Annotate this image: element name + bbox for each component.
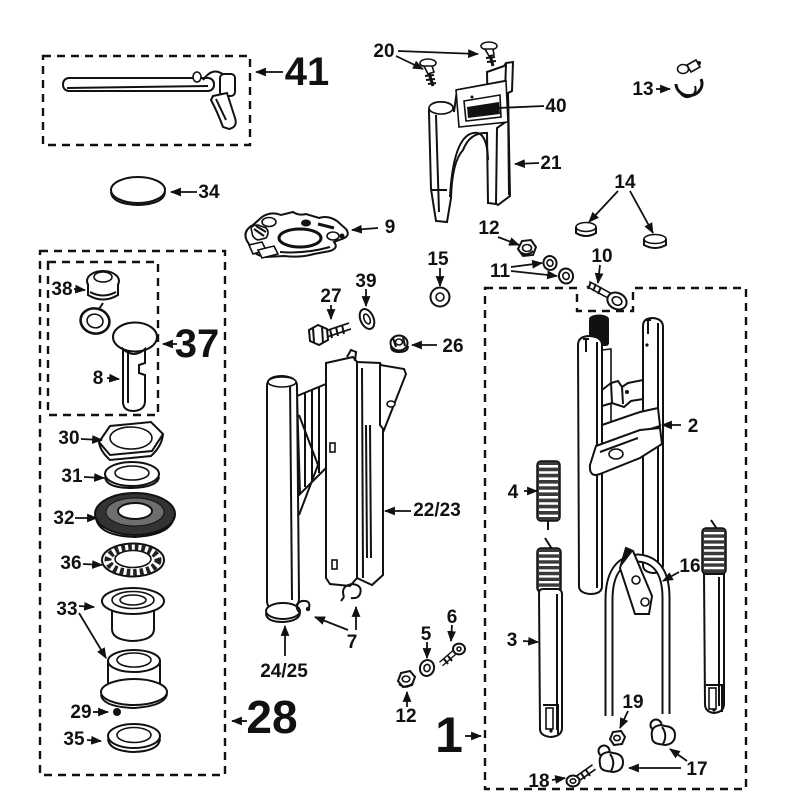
part-31-washer-drawing — [104, 461, 160, 490]
part-3-slider-drawing — [536, 537, 563, 739]
part-label-18: 18 — [528, 771, 549, 792]
part-label-26: 26 — [442, 336, 463, 357]
part-label-22-23: 22/23 — [413, 500, 461, 521]
part-22-23-shroud-drawing — [265, 348, 408, 624]
part-label-40: 40 — [545, 96, 566, 117]
part-label-27: 27 — [320, 286, 341, 307]
part-label-13: 13 — [632, 79, 653, 100]
part-label-2: 2 — [688, 416, 699, 437]
part-label-36: 36 — [60, 553, 81, 574]
part-label-10: 10 — [591, 246, 612, 267]
part-label-12-lower: 12 — [395, 706, 416, 727]
part-40-badge-drawing — [467, 102, 500, 118]
part-15-washer-drawing — [429, 286, 451, 308]
part-7-clip-right-drawing — [342, 582, 362, 600]
group-box-37 — [46, 260, 160, 417]
part-label-12-upper: 12 — [478, 218, 499, 239]
part-6-bolt-drawing — [439, 642, 466, 667]
part-label-32: 32 — [53, 508, 74, 529]
part-9-bracket-drawing — [244, 210, 349, 259]
part-20-screws-drawing — [419, 41, 498, 87]
part-label-7: 7 — [347, 632, 358, 653]
part-12-nut-upper-drawing — [516, 238, 538, 258]
part-19-nut-drawing — [608, 729, 627, 747]
part-label-1: 1 — [435, 707, 463, 763]
part-26-nut-drawing — [389, 334, 409, 354]
part-label-38: 38 — [51, 279, 72, 300]
part-17-clamps-drawing — [597, 718, 677, 774]
part-38-breather-cap-drawing — [79, 270, 120, 335]
part-label-4: 4 — [508, 482, 519, 503]
part-2-fork-frame-drawing — [576, 314, 664, 596]
part-label-41: 41 — [285, 50, 330, 94]
part-21-cover-drawing — [427, 60, 515, 224]
part-label-17: 17 — [686, 759, 707, 780]
part-label-37: 37 — [175, 322, 220, 366]
part-label-8: 8 — [93, 368, 104, 389]
part-11-washers-drawing — [542, 255, 575, 285]
part-label-9: 9 — [385, 217, 396, 238]
part-label-34: 34 — [198, 182, 220, 203]
group-box-1 — [483, 286, 748, 791]
part-18-bolt-drawing — [565, 764, 597, 788]
part-12-nut-lower-drawing — [396, 669, 417, 689]
part-39-washer-drawing — [358, 308, 376, 330]
part-label-19: 19 — [622, 692, 643, 713]
part-7-clip-left-drawing — [295, 599, 311, 613]
part-24-25-leg-drawing — [266, 374, 301, 610]
part-label-3: 3 — [507, 630, 518, 651]
part-4-spring-drawing — [536, 460, 561, 530]
part-8-plug-drawing — [112, 321, 158, 413]
part-label-21: 21 — [540, 153, 562, 174]
part-label-16: 16 — [679, 556, 700, 577]
group-box-41 — [41, 54, 252, 147]
part-30-nut-drawing — [97, 420, 165, 462]
part-36-bearing-drawing — [101, 542, 165, 578]
part-14-caps-drawing — [575, 221, 667, 249]
part-34-cap-drawing — [110, 176, 166, 207]
part-33-cups-drawing — [100, 587, 168, 710]
part-label-5: 5 — [421, 624, 432, 645]
part-16-stay-drawing — [604, 546, 671, 716]
part-label-30: 30 — [58, 428, 79, 449]
part-label-15: 15 — [427, 249, 449, 270]
part-label-28: 28 — [246, 691, 297, 743]
part-label-14: 14 — [614, 172, 636, 193]
part-32-race-drawing — [94, 492, 176, 539]
part-label-39: 39 — [355, 271, 376, 292]
part-label-29: 29 — [70, 702, 91, 723]
part-27-bolt-drawing — [307, 322, 352, 347]
part-label-31: 31 — [61, 466, 83, 487]
part-label-35: 35 — [63, 729, 85, 750]
part-29-ball-drawing — [113, 708, 121, 716]
part-label-6: 6 — [447, 607, 458, 628]
part-10-bolt-drawing — [586, 280, 628, 311]
callout-leader-lines — [73, 49, 688, 784]
part-slider-right-drawing — [701, 519, 727, 715]
part-13-clamp-drawing — [674, 58, 704, 99]
part-label-11: 11 — [490, 261, 511, 282]
part-label-33: 33 — [56, 599, 77, 620]
part-label-24-25: 24/25 — [260, 661, 308, 682]
group-box-28 — [38, 249, 227, 777]
part-label-20: 20 — [373, 41, 394, 62]
part-5-washer-drawing — [418, 659, 436, 677]
part-35-seal-drawing — [107, 723, 161, 754]
part-41-axle-drawing — [62, 70, 237, 131]
